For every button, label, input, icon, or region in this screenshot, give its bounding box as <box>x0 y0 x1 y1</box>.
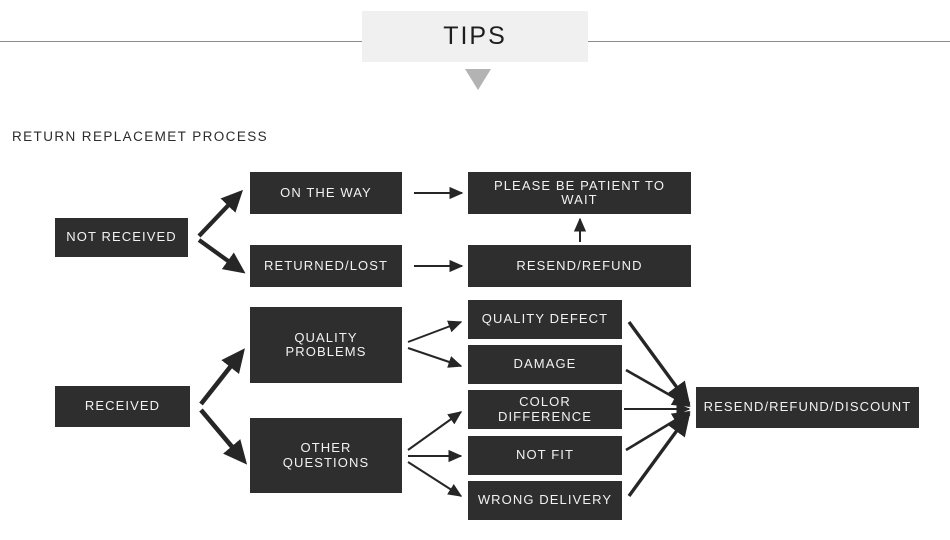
flow-node-resend-refund-discount: RESEND/REFUND/DISCOUNT <box>696 387 919 428</box>
edge-not-received-to-on-the-way <box>197 189 244 238</box>
flow-node-label: NOT RECEIVED <box>66 229 177 245</box>
flow-node-label: QUALITY PROBLEMS <box>285 329 367 359</box>
flow-node-returned-lost: RETURNED/LOST <box>250 245 402 287</box>
flow-node-wrong-delivery: WRONG DELIVERY <box>468 481 622 520</box>
flow-node-label: NOT FIT <box>515 447 574 463</box>
flow-node-label: QUALITY DEFECT <box>481 311 609 327</box>
flow-node-label: DAMAGE <box>513 356 577 372</box>
flow-node-not-received: NOT RECEIVED <box>55 218 188 257</box>
flow-node-label: RETURNED/LOST <box>263 257 389 273</box>
flow-node-label: OTHER QUESTIONS <box>282 440 370 470</box>
edge-damage-to-resend-refund-discount <box>625 368 691 408</box>
edge-quality-problems-to-damage <box>407 347 463 368</box>
flow-node-label: RESEND/REFUND <box>516 257 643 273</box>
edge-not-fit-to-resend-refund-discount <box>625 410 691 452</box>
flow-node-label: ON THE WAY <box>280 184 372 200</box>
flow-node-please-wait: PLEASE BE PATIENT TO WAIT <box>468 172 691 214</box>
edge-not-received-to-returned-lost <box>197 238 246 274</box>
flow-node-not-fit: NOT FIT <box>468 436 622 475</box>
flow-node-label: RECEIVED <box>84 398 161 414</box>
edge-quality-defect-to-resend-refund-discount <box>627 320 691 406</box>
flow-node-on-the-way: ON THE WAY <box>250 172 402 214</box>
edge-wrong-delivery-to-resend-refund-discount <box>627 412 691 498</box>
flow-node-resend-refund: RESEND/REFUND <box>468 245 691 287</box>
tips-title: TIPS <box>443 22 507 50</box>
edge-received-to-other-questions <box>199 408 248 465</box>
flow-node-label: COLOR DIFFERENCE <box>497 394 593 424</box>
edge-other-questions-to-wrong-delivery <box>407 461 463 497</box>
flow-node-quality-problems: QUALITY PROBLEMS <box>250 307 402 383</box>
flow-node-damage: DAMAGE <box>468 345 622 384</box>
tips-header-box: TIPS <box>362 11 588 62</box>
flow-node-other-questions: OTHER QUESTIONS <box>250 418 402 493</box>
chevron-down-icon <box>465 69 491 90</box>
flow-node-quality-defect: QUALITY DEFECT <box>468 300 622 339</box>
edge-received-to-quality-problems <box>199 348 245 406</box>
flow-node-color-difference: COLOR DIFFERENCE <box>468 390 622 429</box>
flow-node-label: RESEND/REFUND/DISCOUNT <box>703 399 912 415</box>
flow-node-label: WRONG DELIVERY <box>477 492 613 508</box>
flow-node-label: PLEASE BE PATIENT TO WAIT <box>493 177 666 207</box>
flow-node-received: RECEIVED <box>55 386 190 427</box>
page-title: RETURN REPLACEMET PROCESS <box>12 129 269 144</box>
edge-other-questions-to-color-difference <box>407 411 463 451</box>
edge-quality-problems-to-quality-defect <box>407 320 463 343</box>
